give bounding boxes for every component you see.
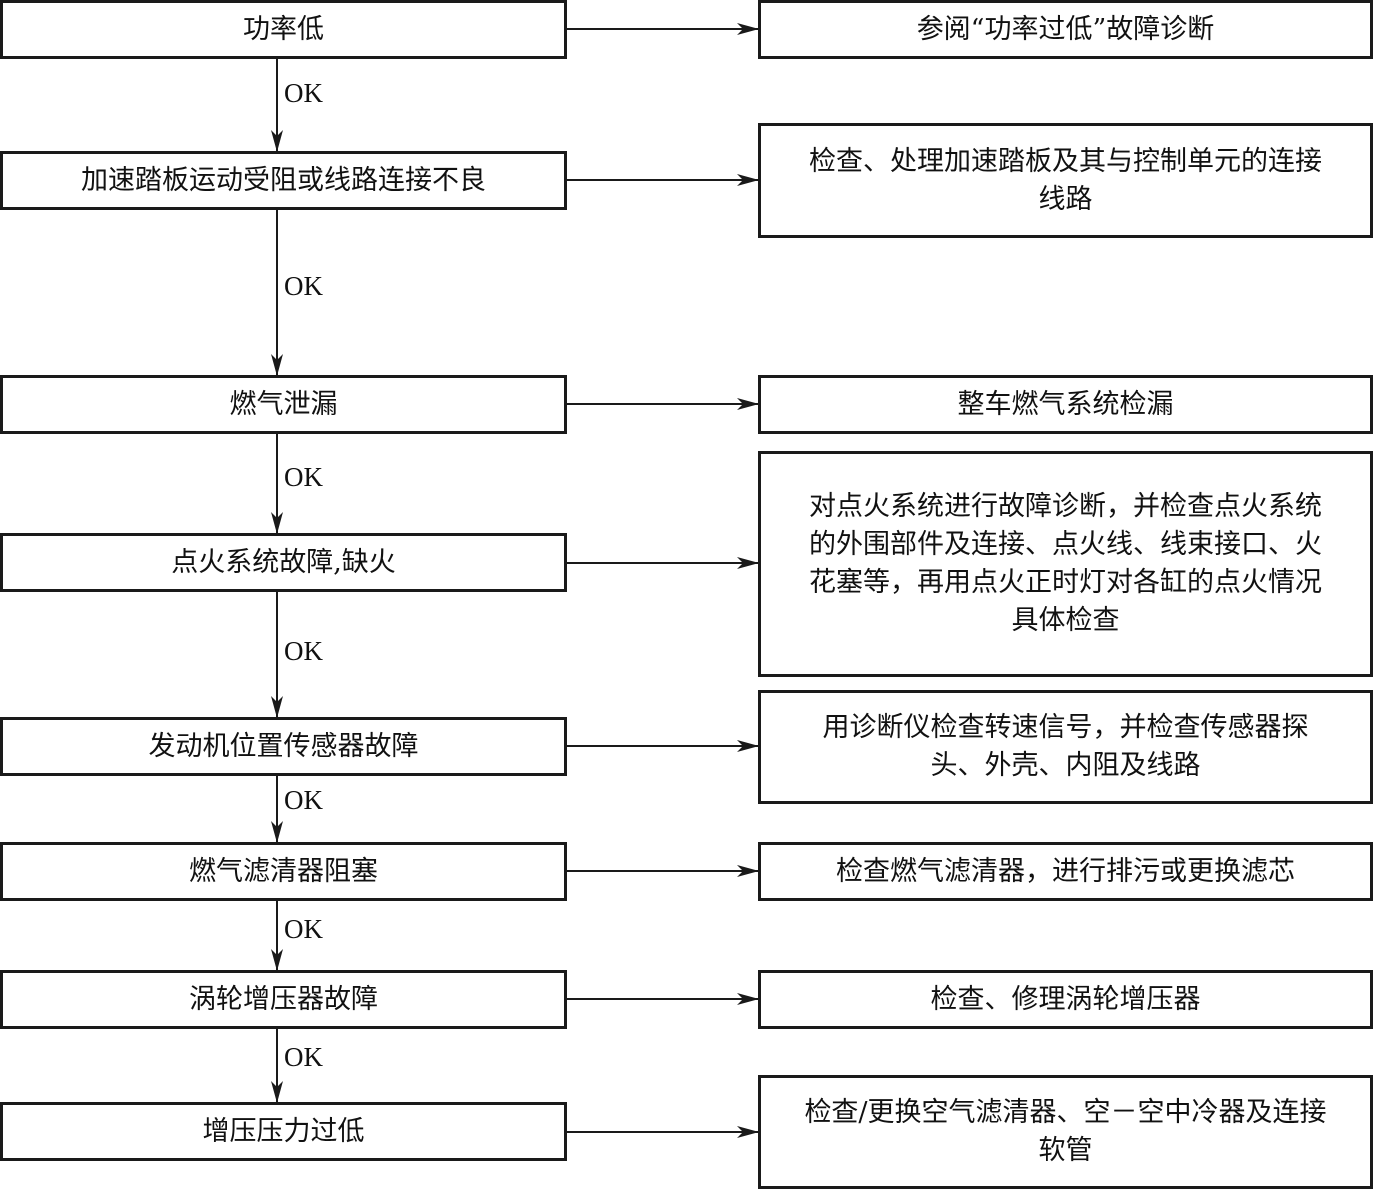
ok-label: OK bbox=[284, 1042, 323, 1072]
ok-label: OK bbox=[284, 785, 323, 815]
cause-label: 功率低 bbox=[243, 13, 324, 45]
cause-box-position-sensor: 发动机位置传感器故障 bbox=[0, 717, 567, 776]
action-box-6: 检查燃气滤清器，进行排污或更换滤芯 bbox=[758, 842, 1373, 901]
cause-box-ignition-fault: 点火系统故障,缺火 bbox=[0, 533, 567, 592]
action-text: 检查、修理涡轮增压器 bbox=[930, 983, 1201, 1015]
action-text: 对点火系统进行故障诊断，并检查点火系统 的外围部件及连接、点火线、线束接口、火 … bbox=[809, 491, 1322, 636]
cause-box-gas-leak: 燃气泄漏 bbox=[0, 375, 567, 434]
action-box-3: 整车燃气系统检漏 bbox=[758, 375, 1373, 434]
action-text: 参阅“功率过低”故障诊断 bbox=[916, 13, 1215, 45]
cause-label: 加速踏板运动受阻或线路连接不良 bbox=[81, 164, 486, 196]
cause-label: 燃气滤清器阻塞 bbox=[189, 855, 378, 887]
action-box-1: 参阅“功率过低”故障诊断 bbox=[758, 0, 1373, 59]
ok-label: OK bbox=[284, 271, 323, 301]
action-text: 检查、处理加速踏板及其与控制单元的连接 线路 bbox=[809, 145, 1322, 215]
cause-label: 发动机位置传感器故障 bbox=[148, 730, 419, 762]
ok-label: OK bbox=[284, 636, 323, 666]
ok-label: OK bbox=[284, 78, 323, 108]
action-text: 用诊断仪检查转速信号，并检查传感器探 头、外壳、内阻及线路 bbox=[822, 712, 1309, 781]
ok-label: OK bbox=[284, 462, 323, 492]
cause-box-gas-filter-blocked: 燃气滤清器阻塞 bbox=[0, 842, 567, 901]
action-box-5: 用诊断仪检查转速信号，并检查传感器探 头、外壳、内阻及线路 bbox=[758, 690, 1373, 804]
action-box-8: 检查/更换空气滤清器、空－空中冷器及连接 软管 bbox=[758, 1075, 1373, 1189]
cause-box-accelerator-pedal: 加速踏板运动受阻或线路连接不良 bbox=[0, 151, 567, 210]
action-box-7: 检查、修理涡轮增压器 bbox=[758, 970, 1373, 1029]
cause-label: 点火系统故障,缺火 bbox=[171, 546, 396, 578]
cause-box-turbocharger-fault: 涡轮增压器故障 bbox=[0, 970, 567, 1029]
cause-label: 燃气泄漏 bbox=[229, 388, 338, 420]
action-text: 检查燃气滤清器，进行排污或更换滤芯 bbox=[836, 855, 1295, 887]
action-box-4: 对点火系统进行故障诊断，并检查点火系统 的外围部件及连接、点火线、线束接口、火 … bbox=[758, 451, 1373, 677]
cause-box-boost-pressure-low: 增压压力过低 bbox=[0, 1102, 567, 1161]
cause-label: 涡轮增压器故障 bbox=[189, 983, 378, 1015]
cause-box-low-power: 功率低 bbox=[0, 0, 567, 59]
action-text: 整车燃气系统检漏 bbox=[957, 388, 1174, 420]
action-text: 检查/更换空气滤清器、空－空中冷器及连接 软管 bbox=[804, 1097, 1327, 1166]
cause-label: 增压压力过低 bbox=[202, 1115, 365, 1147]
ok-label: OK bbox=[284, 914, 323, 944]
action-box-2: 检查、处理加速踏板及其与控制单元的连接 线路 bbox=[758, 123, 1373, 238]
